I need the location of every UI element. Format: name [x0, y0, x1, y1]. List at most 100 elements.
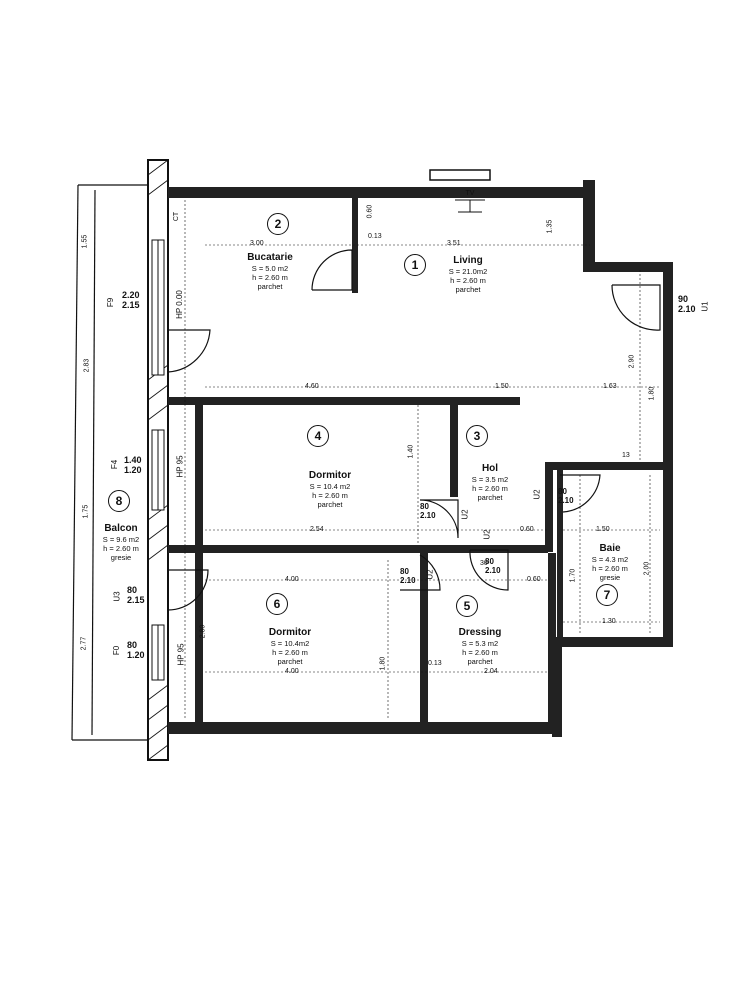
dim-dorm2-w2: 4.00: [285, 668, 299, 675]
room-height: h = 2.60 m: [472, 484, 508, 494]
balcony-outline: [71, 184, 148, 741]
dim-baie-w2: 1.30: [602, 618, 616, 625]
opening-code-u3: U3: [112, 591, 122, 602]
opening-height: 2.15: [127, 595, 145, 606]
room-floor: parchet: [477, 492, 503, 502]
tv-label: TV: [465, 190, 475, 197]
room-area: S = 9.6 m2: [102, 535, 140, 545]
dimension-lines: [184, 200, 660, 720]
room-name: Dormitor: [268, 627, 312, 638]
room-number-living: 1: [404, 254, 426, 276]
room-label-balcon: Balcon S = 9.6 m2 h = 2.60 m gresie: [90, 518, 152, 562]
dim-small-13: 13: [622, 452, 630, 459]
interior-walls: [168, 198, 663, 723]
room-label-dormitor2: Dormitor S = 10.4m2 h = 2.60 m parchet: [245, 622, 335, 666]
room-name: Dressing: [458, 627, 502, 638]
dim-small-30: 30: [480, 560, 488, 567]
opening-size-f9: 2.20 2.15: [122, 290, 140, 311]
hatching: [147, 159, 169, 761]
opening-code-f0: F0: [112, 645, 122, 656]
opening-width: 80: [400, 567, 409, 576]
room-number-balcon: 8: [108, 490, 130, 512]
room-label-hol: Hol S = 3.5 m2 h = 2.60 m parchet: [455, 458, 525, 502]
room-name: Dormitor: [308, 470, 352, 481]
room-floor: gresie: [599, 572, 621, 582]
dim-hol-v: 1.40: [407, 444, 415, 459]
room-label-dressing: Dressing S = 5.3 m2 h = 2.60 m parchet: [440, 622, 520, 666]
room-floor: gresie: [110, 552, 132, 562]
dim-baie-w: 1.50: [596, 526, 610, 533]
windows: [151, 239, 165, 681]
room-name: Baie: [599, 543, 621, 554]
room-floor: parchet: [277, 656, 303, 666]
room-area: S = 4.3 m2: [591, 555, 629, 565]
room-height: h = 2.60 m: [462, 648, 498, 658]
room-name: Balcon: [104, 523, 138, 534]
opening-width: 80: [485, 557, 494, 566]
opening-width: 2.20: [122, 290, 140, 300]
exterior-walls: [147, 159, 673, 761]
opening-code-u2a: U2: [460, 509, 470, 520]
room-name: Living: [453, 255, 483, 266]
room-floor: parchet: [257, 281, 283, 291]
room-label-living: Living S = 21.0m2 h = 2.60 m parchet: [428, 250, 508, 294]
opening-code-f4: F4: [110, 459, 120, 470]
dim-dress-w: 2.04: [484, 668, 498, 675]
dim-dorm-w: 2.54: [310, 526, 324, 533]
doors: [167, 249, 661, 611]
room-area: S = 5.0 m2: [251, 264, 289, 274]
room-floor: parchet: [467, 656, 493, 666]
opening-width: 1.40: [124, 455, 142, 465]
dim-bal-h4: 2.77: [80, 636, 88, 651]
room-name: Hol: [481, 463, 499, 474]
opening-height: 2.10: [558, 496, 574, 506]
opening-code-u1: U1: [700, 301, 710, 312]
dim-bal-h1: 1.55: [81, 234, 89, 249]
room-height: h = 2.60 m: [252, 273, 288, 283]
opening-width: 80: [558, 487, 567, 496]
opening-code-u2d: U2: [425, 569, 435, 580]
opening-size-u2a: 80 2.10: [420, 502, 436, 520]
dim-liv-small2: 0.13: [368, 233, 382, 240]
dim-liv-h1: 1.35: [546, 219, 554, 234]
room-number-baie: 7: [596, 584, 618, 606]
dim-liv-small1: 0.60: [366, 204, 374, 219]
dim-hol-right: 1.80: [648, 386, 656, 401]
opening-code-u2c: U2: [482, 529, 492, 540]
dim-dress-small: 0.13: [428, 660, 442, 667]
room-label-dormitor1: Dormitor S = 10.4 m2 h = 2.60 m parchet: [285, 465, 375, 509]
room-label-bucatarie: Bucatarie S = 5.0 m2 h = 2.60 m parchet: [230, 247, 310, 291]
dim-liv-right: 2.90: [628, 354, 636, 369]
opening-width: 80: [420, 502, 429, 511]
hp-label-2: HP 95: [175, 455, 185, 478]
hp-label-1: HP 0.00: [174, 290, 184, 319]
opening-height: 1.20: [127, 650, 145, 661]
room-number-dormitor2: 6: [266, 593, 288, 615]
opening-size-u1: 90 2.10: [678, 294, 696, 315]
dim-hol-wall3: 1.63: [603, 383, 617, 390]
room-area: S = 21.0m2: [448, 267, 488, 277]
opening-width: 80: [127, 640, 138, 650]
room-number-dressing: 5: [456, 595, 478, 617]
room-area: S = 10.4m2: [270, 639, 310, 649]
dim-bal-h2: 2.83: [83, 358, 91, 373]
opening-size-u2c: 80 2.10: [485, 557, 501, 575]
room-area: S = 3.5 m2: [471, 475, 509, 485]
room-floor: parchet: [455, 284, 481, 294]
room-area: S = 5.3 m2: [461, 639, 499, 649]
room-height: h = 2.60 m: [450, 276, 486, 286]
opening-height: 2.10: [420, 511, 436, 521]
dim-liv-width: 3.51: [447, 240, 461, 247]
room-number-bucatarie: 2: [267, 213, 289, 235]
opening-size-f0: 80 1.20: [127, 640, 145, 661]
opening-height: 1.20: [124, 465, 142, 476]
room-height: h = 2.60 m: [103, 544, 139, 554]
dim-hol-wall2: 1.50: [495, 383, 509, 390]
room-floor: parchet: [317, 499, 343, 509]
dim-buc-width: 3.00: [250, 240, 264, 247]
dim-dress-top: 0.60: [527, 576, 541, 583]
opening-code-f9: F9: [106, 297, 116, 308]
dim-baie-h2: 2.00: [643, 561, 651, 576]
room-height: h = 2.60 m: [312, 491, 348, 501]
